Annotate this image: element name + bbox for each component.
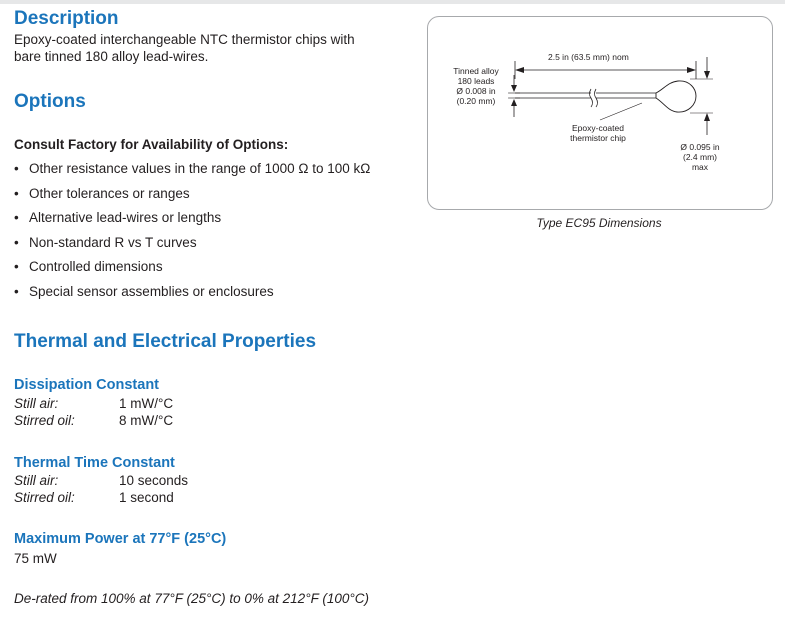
options-subheading: Consult Factory for Availability of Opti… — [14, 137, 289, 152]
dimension-drawing — [508, 57, 713, 135]
description-heading: Description — [14, 8, 119, 29]
list-item: Controlled dimensions — [14, 259, 370, 284]
diagram-caption: Type EC95 Dimensions — [536, 216, 662, 230]
break-mark-icon — [589, 88, 593, 108]
list-item: Other resistance values in the range of … — [14, 161, 370, 186]
list-item: Non-standard R vs T curves — [14, 235, 370, 260]
time-constant-title: Thermal Time Constant — [14, 455, 175, 471]
derating-note: De-rated from 100% at 77°F (25°C) to 0% … — [14, 591, 370, 606]
arrow-up-icon — [511, 99, 517, 106]
dissipation-row: Stirred oil: 8 mW/°C — [14, 413, 173, 429]
row-value: 10 seconds — [119, 473, 189, 488]
row-value: 1 second — [119, 490, 174, 505]
top-border — [0, 0, 785, 4]
time-constant-row: Still air: 10 seconds — [14, 473, 188, 489]
arrow-left-icon — [515, 67, 524, 73]
time-constant-row: Stirred oil: 1 second — [14, 490, 174, 506]
chip-label-line: thermistor chip — [570, 133, 626, 143]
diameter-label: Ø 0.095 in (2.4 mm) max — [670, 142, 730, 172]
description-text-line2: bare tinned 180 alloy lead-wires. — [14, 49, 209, 64]
diameter-label-line: (2.4 mm) — [683, 152, 717, 162]
list-item: Special sensor assemblies or enclosures — [14, 284, 370, 309]
lead-label-line: Ø 0.008 in — [456, 86, 496, 96]
arrow-down-icon — [704, 71, 710, 79]
list-item: Alternative lead-wires or lengths — [14, 210, 370, 235]
options-heading: Options — [14, 91, 86, 112]
row-label: Still air: — [14, 396, 59, 411]
arrow-right-icon — [687, 67, 696, 73]
dissipation-row: Still air: 1 mW/°C — [14, 396, 173, 412]
dimension-diagram: 2.5 in (63.5 mm) nom Tinned alloy 180 le… — [427, 16, 773, 210]
arrow-down-icon — [511, 85, 517, 92]
row-label: Stirred oil: — [14, 413, 75, 428]
list-item: Other tolerances or ranges — [14, 186, 370, 211]
lead-label-line: 180 leads — [457, 76, 495, 86]
row-label: Stirred oil: — [14, 490, 75, 505]
chip-label: Epoxy-coated thermistor chip — [558, 123, 638, 143]
dissipation-title: Dissipation Constant — [14, 377, 160, 393]
lead-label: Tinned alloy 180 leads Ø 0.008 in (0.20 … — [448, 66, 504, 106]
description-text-line1: Epoxy-coated interchangeable NTC thermis… — [14, 32, 355, 47]
chip-leader-line — [599, 102, 643, 121]
max-power-value: 75 mW — [14, 551, 57, 566]
max-power-title: Maximum Power at 77°F (25°C) — [14, 531, 227, 547]
row-value: 8 mW/°C — [119, 413, 174, 428]
options-list: Other resistance values in the range of … — [14, 161, 370, 308]
length-label: 2.5 in (63.5 mm) nom — [548, 52, 629, 62]
diameter-label-line: max — [691, 162, 709, 172]
thermal-heading: Thermal and Electrical Properties — [14, 331, 317, 352]
lead-label-line: (0.20 mm) — [456, 96, 496, 106]
arrow-up-icon — [704, 113, 710, 121]
row-value: 1 mW/°C — [119, 396, 174, 411]
diameter-label-line: Ø 0.095 in — [680, 142, 720, 152]
chip-label-line: Epoxy-coated — [572, 123, 624, 133]
lead-label-line: Tinned alloy — [453, 66, 499, 76]
row-label: Still air: — [14, 473, 59, 488]
thermistor-chip-icon — [655, 80, 697, 113]
